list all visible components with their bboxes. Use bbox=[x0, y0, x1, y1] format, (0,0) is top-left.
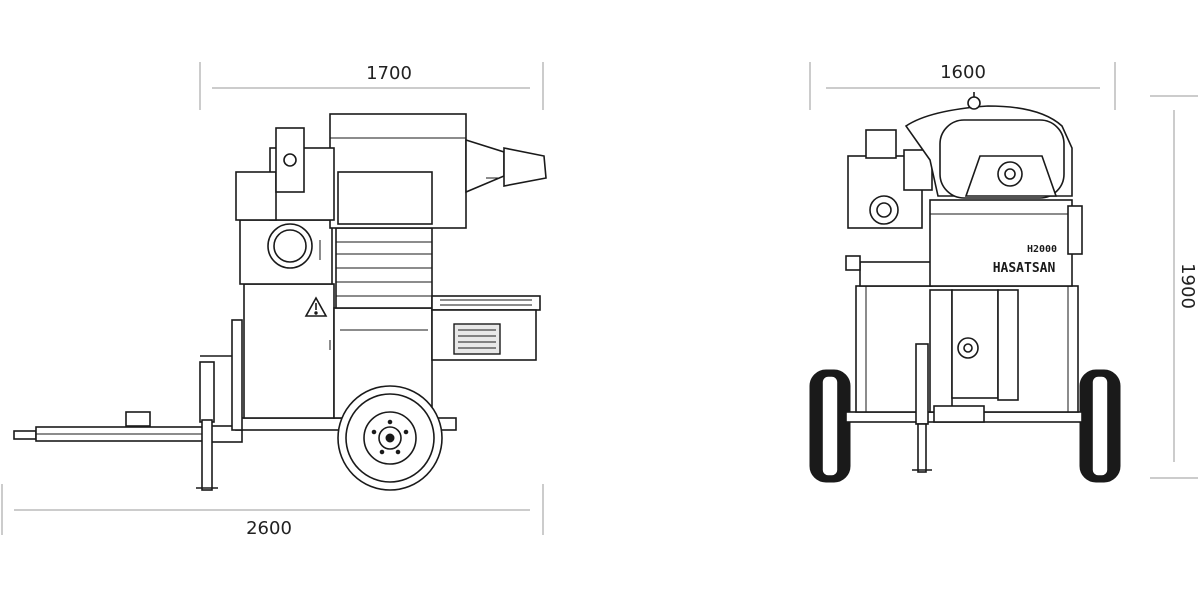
jack-stand bbox=[196, 361, 218, 491]
side-louvre-section bbox=[335, 227, 433, 309]
front-jack bbox=[912, 343, 985, 473]
front-lower-frame bbox=[855, 285, 1079, 413]
side-upper-body bbox=[235, 113, 467, 229]
hasatsan-logo-icon: H2000 HASATSAN bbox=[993, 244, 1057, 276]
front-wheel-left bbox=[809, 369, 851, 483]
warning-triangle-icon bbox=[304, 296, 328, 317]
side-view bbox=[13, 113, 547, 491]
side-discharge-spout bbox=[465, 138, 547, 194]
dimension-overall-length: 2600 bbox=[1, 484, 544, 539]
side-blower bbox=[431, 295, 541, 361]
dimension-label-1600: 1600 bbox=[940, 62, 986, 83]
model-label: H2000 bbox=[1027, 244, 1057, 255]
dimension-label-1700: 1700 bbox=[366, 63, 412, 84]
dimension-front-width: 1600 bbox=[809, 62, 1116, 110]
brand-label: HASATSAN bbox=[993, 261, 1056, 276]
side-wheel bbox=[337, 385, 443, 491]
dimension-side-width: 1700 bbox=[199, 62, 544, 110]
front-wheel-right bbox=[1079, 369, 1121, 483]
dimension-label-1900: 1900 bbox=[1177, 263, 1198, 309]
side-middle-body bbox=[239, 219, 333, 285]
front-mid-body bbox=[845, 199, 1083, 287]
front-fan-housing bbox=[904, 92, 1073, 199]
dimension-height: 1900 bbox=[1150, 95, 1198, 479]
front-gearbox bbox=[847, 129, 933, 229]
drawbar bbox=[13, 355, 243, 443]
front-view: H2000 HASATSAN bbox=[809, 92, 1121, 483]
dimension-label-2600: 2600 bbox=[246, 518, 292, 539]
